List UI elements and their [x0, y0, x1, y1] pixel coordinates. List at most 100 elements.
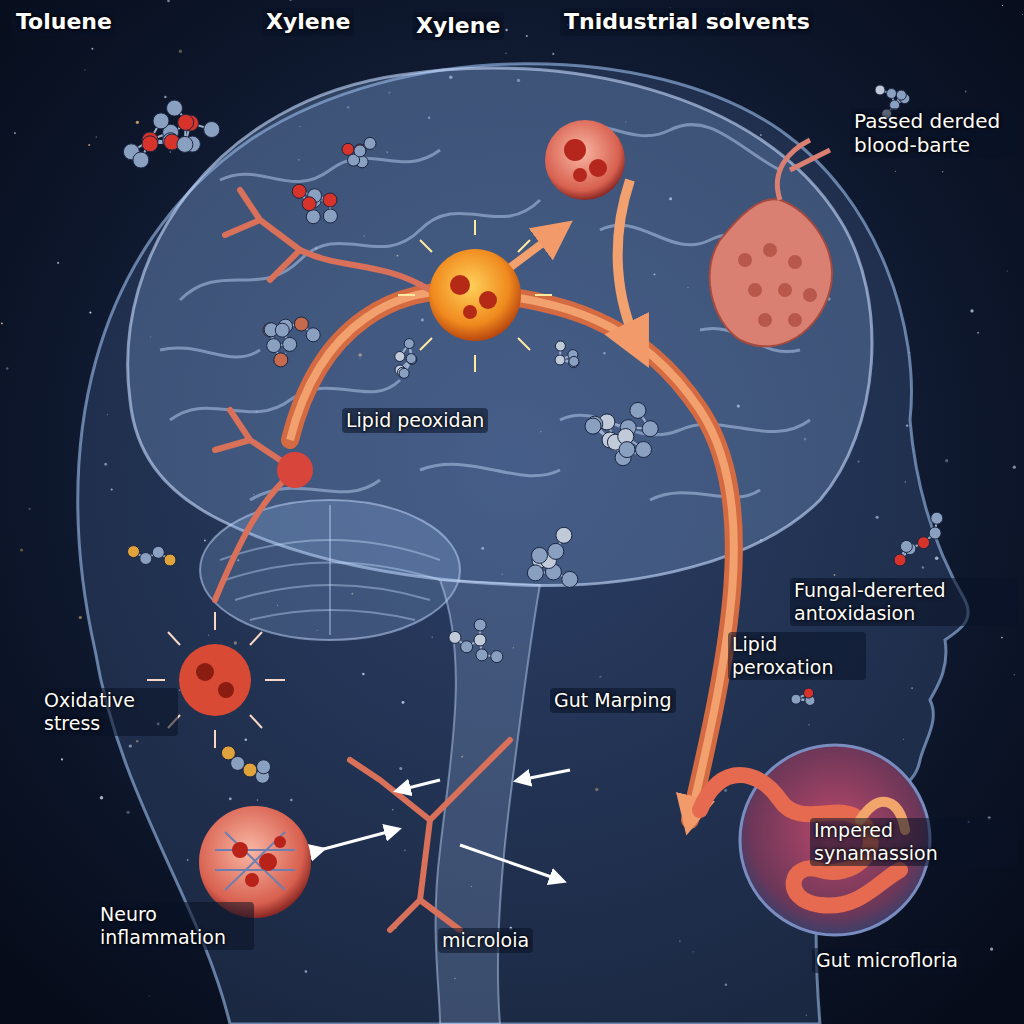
atom: [404, 339, 414, 349]
molecule: [894, 512, 943, 566]
atom: [177, 136, 193, 152]
star: [61, 758, 63, 760]
barrier-label: Passed derded blood-barte: [850, 108, 1018, 158]
star: [942, 171, 943, 172]
atom: [548, 543, 564, 559]
atom: [931, 512, 943, 524]
molecule: [342, 137, 376, 167]
molecule: [527, 527, 577, 587]
star: [1022, 14, 1023, 15]
star: [990, 947, 993, 950]
process-label: Lipid peoxidan: [342, 408, 488, 433]
atom: [636, 442, 652, 458]
atom: [153, 113, 169, 129]
star: [100, 796, 103, 799]
star: [170, 151, 171, 152]
star: [977, 332, 979, 334]
atom: [274, 353, 288, 367]
atom: [630, 402, 646, 418]
molecules: [123, 85, 942, 783]
molecule: [263, 317, 320, 367]
atom: [527, 565, 543, 581]
star: [29, 508, 31, 510]
atom: [302, 197, 316, 211]
chemical-label: Xylene: [412, 12, 504, 40]
star: [89, 312, 91, 314]
molecule: [791, 688, 815, 705]
atom: [474, 619, 486, 631]
chemical-label: Xylene: [262, 8, 354, 36]
process-label: Lipid peroxation: [728, 632, 866, 680]
star: [167, 0, 170, 2]
star: [1002, 5, 1003, 6]
pathway-label: Gut Marping: [550, 688, 676, 713]
star: [965, 91, 967, 93]
star: [505, 29, 507, 31]
molecule: [128, 546, 177, 566]
molecule: [292, 184, 337, 223]
effect-label: Impered synamassion: [810, 818, 1018, 866]
antioxidant-label: Fungal-dererted antoxidasion: [790, 578, 1018, 626]
star: [164, 96, 167, 99]
atom: [929, 527, 941, 539]
atom: [323, 193, 337, 207]
star: [552, 53, 554, 55]
atom: [804, 688, 814, 698]
star: [14, 132, 16, 134]
atom: [243, 763, 257, 777]
atom: [364, 137, 376, 149]
star: [970, 309, 973, 312]
atom: [474, 634, 486, 646]
atom: [875, 85, 885, 95]
atom: [395, 352, 405, 362]
star: [1013, 466, 1016, 469]
molecule: [123, 100, 219, 168]
star: [79, 616, 82, 619]
atom: [894, 554, 906, 566]
molecule: [395, 339, 417, 379]
atom: [167, 100, 183, 116]
atom: [128, 546, 140, 558]
atom: [896, 90, 906, 100]
chemical-label: Toluene: [12, 8, 116, 36]
atom: [407, 354, 417, 364]
atom: [142, 136, 158, 152]
chemical-label: Tnidustrial solvents: [560, 8, 814, 36]
molecule: [585, 402, 658, 465]
atom: [449, 631, 461, 643]
star: [505, 52, 507, 54]
atom: [476, 649, 488, 661]
atom: [399, 368, 409, 378]
star: [1001, 637, 1003, 639]
star: [84, 69, 85, 70]
atom: [918, 537, 930, 549]
atom: [178, 114, 194, 130]
molecule: [449, 619, 503, 663]
star: [20, 548, 23, 551]
star: [149, 995, 150, 996]
atom: [152, 546, 164, 558]
atom: [569, 356, 579, 366]
star: [945, 459, 948, 462]
atom: [342, 143, 354, 155]
process-label: Oxidative stress: [40, 688, 178, 736]
atom: [292, 184, 306, 198]
star: [179, 50, 182, 53]
atom: [221, 746, 235, 760]
atom: [164, 554, 176, 566]
star: [88, 144, 90, 146]
atom: [406, 354, 416, 364]
atom: [283, 337, 297, 351]
atom: [140, 553, 152, 565]
molecule: [555, 341, 579, 368]
star: [126, 811, 129, 814]
atom: [532, 547, 548, 563]
atom: [294, 317, 308, 331]
atom: [619, 442, 635, 458]
atom: [275, 323, 289, 337]
atom: [323, 209, 337, 223]
atom: [555, 341, 565, 351]
star: [1014, 674, 1015, 675]
atom: [585, 418, 601, 434]
